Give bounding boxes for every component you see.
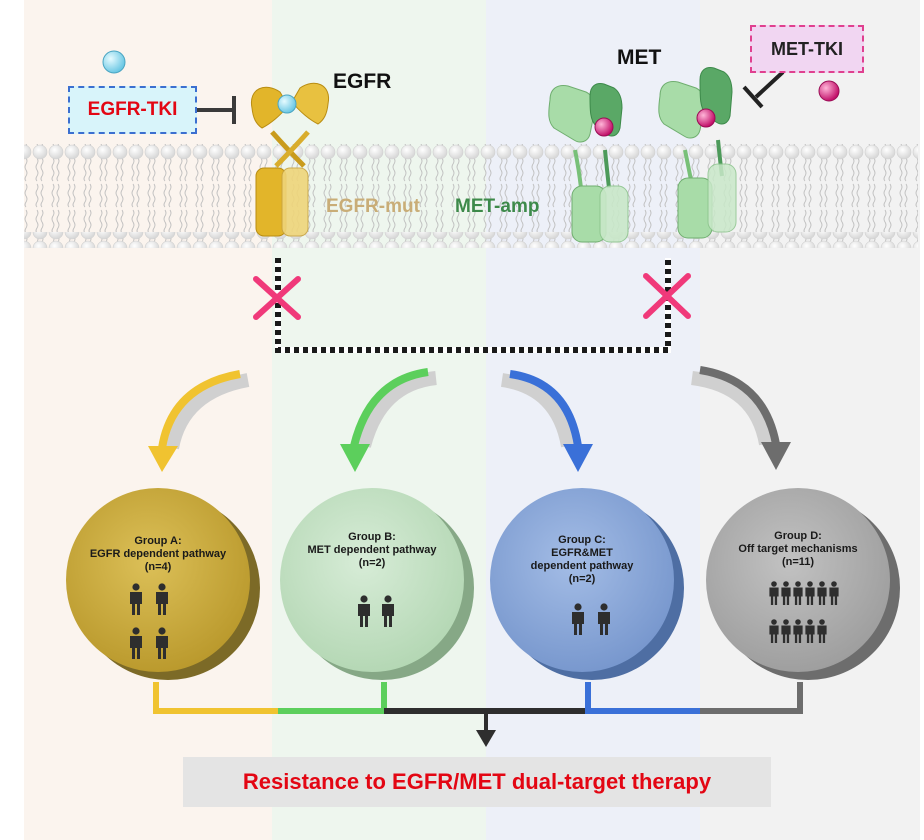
group-a-subtitle: EGFR dependent pathway	[89, 548, 227, 560]
met-ligand-2	[696, 108, 716, 128]
met-label: MET	[617, 46, 662, 69]
egfr-tki-label: EGFR-TKI	[68, 86, 197, 134]
met-ligand-1	[594, 117, 614, 137]
egfr-mut-label: EGFR-mut	[326, 196, 420, 217]
met-receptor-1	[548, 83, 629, 243]
converging-connector	[153, 682, 803, 733]
blocked-signal-bracket	[275, 258, 671, 353]
egfr-ligand	[277, 94, 297, 114]
group-d-text: Group D: Off target mechanisms (n=11)	[718, 530, 878, 569]
free-met-ligand	[818, 80, 840, 102]
down-arrow-icon	[476, 730, 496, 747]
group-c-subtitle: EGFR&MET dependent pathway	[530, 547, 634, 572]
group-c-title: Group C:	[558, 534, 606, 546]
group-a-count: (n=4)	[144, 561, 172, 573]
group-b-title: Group B:	[348, 531, 396, 543]
panel-offtarget-bg	[700, 0, 920, 840]
group-b-count: (n=2)	[358, 557, 386, 569]
arrow-to-group-d	[690, 366, 791, 470]
group-d-count: (n=11)	[781, 556, 815, 568]
group-c-count: (n=2)	[568, 573, 596, 585]
resistance-banner-text: Resistance to EGFR/MET dual-target thera…	[242, 769, 712, 794]
arrow-to-group-b	[340, 368, 437, 472]
met-block-cross-icon	[643, 273, 691, 319]
panel-egfr-bg	[24, 0, 272, 840]
group-c-text: Group C: EGFR&MET dependent pathway (n=2…	[527, 534, 637, 586]
arrow-to-group-a	[148, 370, 250, 472]
met-receptor-2	[658, 67, 737, 239]
group-d-subtitle: Off target mechanisms	[738, 543, 858, 555]
group-a-title: Group A:	[134, 535, 182, 547]
group-a-text: Group A: EGFR dependent pathway (n=4)	[78, 535, 238, 574]
panel-egfrmet-bg	[486, 0, 700, 840]
group-d-circle	[706, 488, 900, 680]
egfr-block-cross-icon	[253, 276, 301, 320]
arrow-to-group-c	[500, 370, 593, 472]
egfr-tki-inhibition-bar-icon	[196, 96, 236, 124]
met-tki-label: MET-TKI	[750, 25, 864, 73]
met-tki-inhibition-bar-icon	[742, 70, 785, 109]
group-b-circle	[280, 488, 474, 680]
met-amp-label: MET-amp	[455, 196, 540, 217]
group-a-circle	[66, 488, 260, 680]
group-c-circle	[490, 488, 684, 680]
group-b-subtitle: MET dependent pathway	[307, 544, 437, 556]
group-b-text: Group B: MET dependent pathway (n=2)	[292, 531, 452, 570]
free-egfr-ligand	[102, 50, 126, 74]
egfr-label: EGFR	[333, 70, 392, 93]
resistance-banner: Resistance to EGFR/MET dual-target thera…	[183, 757, 771, 807]
egfr-receptor	[250, 82, 330, 237]
group-d-title: Group D:	[774, 530, 822, 542]
